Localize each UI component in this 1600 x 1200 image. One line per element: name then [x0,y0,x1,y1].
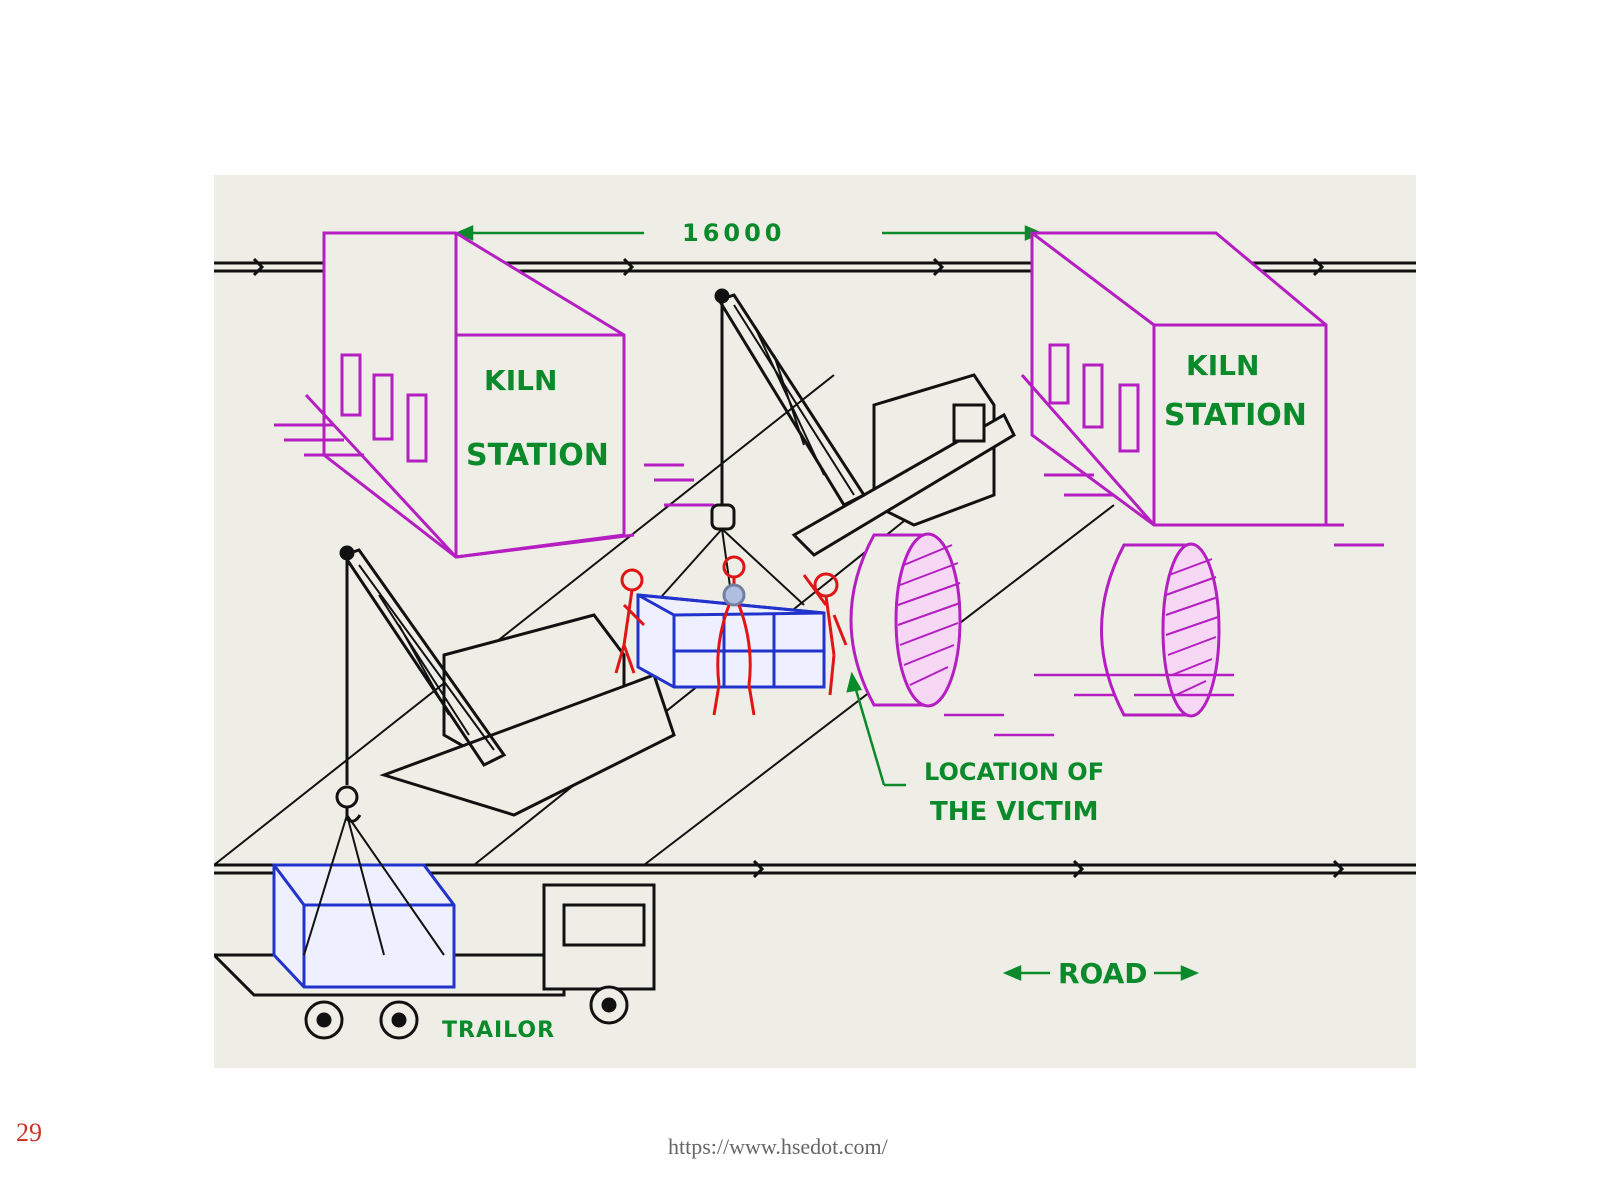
victim-label-line1: LOCATION OF [924,758,1104,786]
kiln-station-left [274,231,714,559]
page-number: 29 [16,1118,42,1147]
trailer-slings [303,814,445,956]
suspended-crate [636,593,826,689]
crane-far [710,288,1016,557]
dimension-label: 16000 [682,219,786,247]
trailer-label: TRAILOR [442,1018,555,1043]
crane-near [335,545,676,823]
sketch-canvas: 16000 KILN STATION KILN STATION [214,175,1416,1068]
road-label: ROAD [1058,957,1148,990]
victim-label-line2: THE VICTIM [930,797,1098,827]
kiln-right-line2: STATION [1164,398,1307,433]
kiln-drum-center [849,532,962,708]
victim-pointer-arrow [846,671,906,787]
kiln-station-right [1020,231,1384,547]
road-arrows [1002,965,1200,981]
incident-sketch: 16000 KILN STATION KILN STATION [214,175,1416,1068]
kiln-left-line1: KILN [484,364,557,397]
kiln-left-line2: STATION [466,438,609,473]
trailer-truck [214,883,656,1040]
workers-group [614,555,848,716]
kiln-drum-right [1100,542,1221,718]
ground-marks [944,673,1234,737]
kiln-right-line1: KILN [1186,349,1259,382]
trailer-crate [272,863,456,989]
footer-url: https://www.hsedot.com/ [668,1134,888,1159]
